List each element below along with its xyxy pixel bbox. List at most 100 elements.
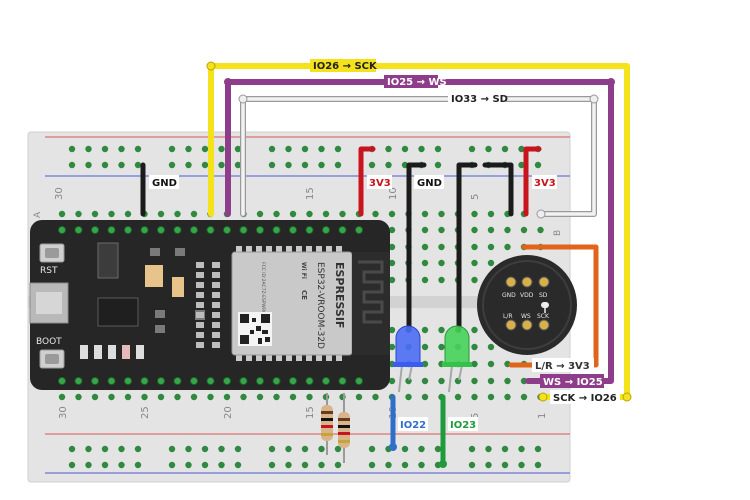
module-pin (266, 355, 272, 361)
breadboard-hole (388, 343, 396, 351)
breadboard-hole (91, 393, 99, 401)
breadboard-hole (518, 161, 525, 169)
breadboard-hole (101, 445, 109, 453)
header-pin (206, 376, 215, 386)
wire-endpoints (206, 61, 632, 468)
breadboard-hole (174, 210, 181, 218)
breadboard-hole (108, 210, 115, 218)
breadboard-hole (234, 161, 242, 169)
row-letter-a: A (33, 211, 43, 218)
breadboard-hole (268, 145, 276, 153)
mic-pin-gnd: GND (502, 292, 516, 299)
breadboard-hole (58, 210, 66, 218)
breadboard-hole (318, 445, 325, 453)
breadboard-hole (124, 210, 132, 218)
breadboard-hole (401, 461, 409, 469)
breadboard-hole (134, 461, 142, 469)
header-pin (338, 376, 347, 386)
breadboard-hole (218, 145, 225, 153)
breadboard-hole (388, 276, 396, 284)
breadboard-hole (207, 393, 214, 401)
breadboard-hole (454, 393, 462, 401)
module-brand: ESPRESSIF (333, 262, 346, 328)
breadboard-hole (438, 259, 445, 267)
breadboard-hole (388, 210, 396, 218)
module-pin (326, 355, 332, 361)
module-pin (256, 355, 262, 361)
breadboard-hole (168, 145, 176, 153)
breadboard-hole (339, 210, 346, 218)
breadboard-hole (355, 393, 363, 401)
smd-pad (196, 282, 204, 288)
breadboard-hole (487, 259, 495, 267)
header-pin (189, 376, 199, 386)
label-ws-top: IO25 → WS (387, 77, 447, 88)
breadboard-hole (334, 445, 342, 453)
breadboard-hole (372, 210, 379, 218)
mic-pin-vdd: VDD (520, 292, 534, 299)
header-pin (189, 225, 199, 235)
breadboard-hole (201, 145, 209, 153)
mic-pin-sd: SD (539, 292, 548, 299)
module-pin (306, 355, 312, 361)
smd-pad (212, 262, 220, 268)
esp32-header-pins (57, 225, 364, 386)
breadboard-hole (285, 461, 292, 469)
wire-gnd-mid (406, 162, 427, 333)
breadboard-hole (134, 445, 142, 453)
smd-pad (196, 342, 204, 348)
breadboard-hole (85, 445, 92, 453)
breadboard-hole (285, 145, 292, 153)
header-pin (288, 376, 298, 386)
wifi-mark: Wi Fi (300, 262, 307, 279)
breadboard-hole (434, 161, 442, 169)
smd-pad (196, 332, 204, 338)
breadboard-hole (334, 145, 342, 153)
breadboard-hole (421, 343, 429, 351)
header-pin (74, 225, 83, 235)
smd-pad (212, 302, 220, 308)
header-pin (90, 225, 100, 235)
breadboard-hole (421, 226, 429, 234)
smd-pad (196, 292, 204, 298)
breadboard-hole (434, 445, 442, 453)
module-pin (336, 355, 342, 361)
col-number-5-b: 5 (470, 413, 481, 419)
header-pin (57, 225, 67, 235)
breadboard-hole (468, 145, 476, 153)
breadboard-hole (157, 393, 165, 401)
module-pin (266, 246, 272, 252)
breadboard-hole (134, 145, 142, 153)
col-number-30-b: 30 (58, 406, 69, 419)
module-pin (316, 355, 322, 361)
breadboard-hole (385, 461, 392, 469)
breadboard-hole (201, 445, 209, 453)
breadboard-hole (421, 377, 429, 385)
breadboard-hole (334, 461, 342, 469)
breadboard-hole (285, 445, 292, 453)
header-pin (338, 225, 347, 235)
breadboard-hole (418, 145, 425, 153)
breadboard-hole (268, 445, 276, 453)
wire-gnd-led (456, 162, 478, 333)
breadboard-hole (168, 461, 176, 469)
breadboard-hole (418, 461, 425, 469)
breadboard-hole (141, 393, 148, 401)
module-pin (246, 355, 252, 361)
breadboard-hole (68, 145, 76, 153)
breadboard-hole (504, 377, 511, 385)
breadboard-hole (501, 445, 509, 453)
header-pin (173, 376, 182, 386)
breadboard-hole (190, 393, 198, 401)
breadboard-hole (438, 343, 445, 351)
label-3v3-right: 3V3 (534, 178, 556, 189)
breadboard-hole (385, 145, 392, 153)
label-3v3-mid: 3V3 (369, 178, 391, 189)
col-number-30: 30 (54, 187, 65, 200)
breadboard-hole (118, 145, 125, 153)
breadboard-hole (301, 145, 309, 153)
header-pin (206, 225, 215, 235)
top-wire-labels: IO26 → SCK IO25 → WS IO33 → SD (310, 59, 508, 105)
breadboard-hole (101, 145, 109, 153)
